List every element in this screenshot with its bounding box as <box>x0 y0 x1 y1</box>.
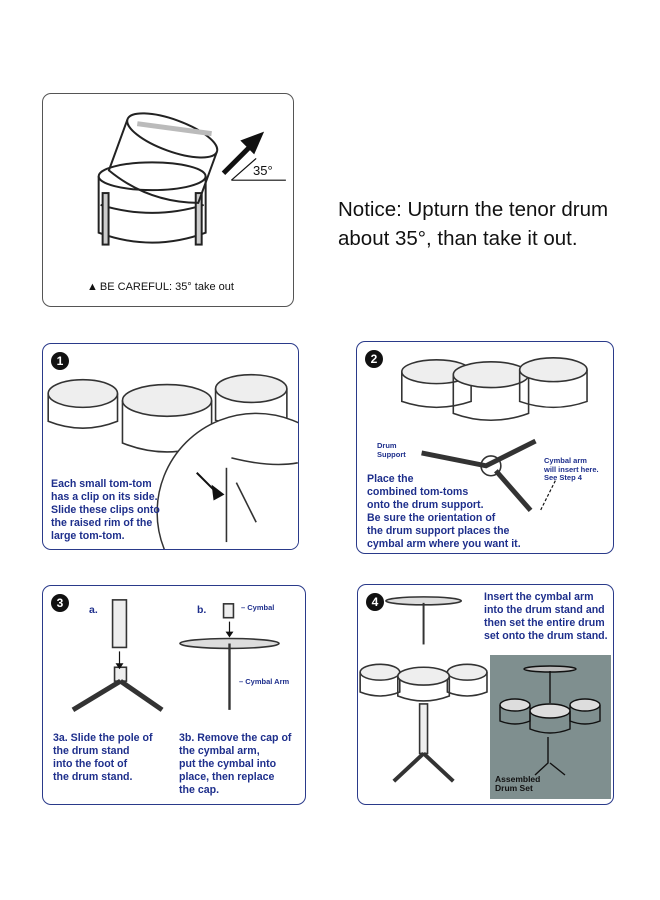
tenor-drum-illustration <box>97 112 286 246</box>
step-4-panel: 4 Insert the cymbal arm into the drum st… <box>357 584 614 805</box>
step-number-1: 1 <box>51 352 69 370</box>
cymbal-arm-part-label: – Cymbal Arm <box>239 677 290 686</box>
step-3-panel: 3 a. b. – Cymbal – Cymbal Arm 3a. Slide … <box>42 585 306 805</box>
step-number-2: 2 <box>365 350 383 368</box>
warning-icon: ▲ <box>87 281 98 293</box>
step-1-text: Each small tom-tom has a clip on its sid… <box>51 478 160 542</box>
stand-and-cymbal-illustration <box>71 599 280 712</box>
step-1-panel: 1 Each small tom-tom has a clip on its s… <box>42 343 299 550</box>
cymbal-part-label: – Cymbal <box>241 603 275 612</box>
drum-support-illustration <box>400 357 588 513</box>
angle-label: 35° <box>253 163 273 178</box>
step-4-text: Insert the cymbal arm into the drum stan… <box>484 591 608 642</box>
step-3b-text: 3b. Remove the cap of the cymbal arm, pu… <box>179 732 292 796</box>
drum-support-label: Drum Support <box>377 441 406 459</box>
step-2-panel: 2 Drum Support Cymbal arm will insert he… <box>356 341 614 554</box>
assembled-drum-set-box: Assembled Drum Set <box>490 655 611 799</box>
step-number-4: 4 <box>366 593 384 611</box>
careful-panel: 35° ▲BE CAREFUL: 35° take out <box>42 93 294 307</box>
step-number-3: 3 <box>51 594 69 612</box>
sub-step-a-label: a. <box>89 604 98 616</box>
sub-step-b-label: b. <box>197 604 207 616</box>
assembled-drum-set-illustration <box>499 665 601 776</box>
step-2-text: Place the combined tom-toms onto the dru… <box>367 473 521 550</box>
cymbal-arm-insert-label: Cymbal arm will insert here. See Step 4 <box>544 456 599 483</box>
careful-warning: ▲BE CAREFUL: 35° take out <box>87 281 234 293</box>
notice-text: Notice: Upturn the tenor drum about 35°,… <box>338 198 609 250</box>
assembly-illustration <box>359 596 488 783</box>
warning-text: BE CAREFUL: 35° take out <box>99 281 234 293</box>
tom-toms-illustration <box>47 373 298 549</box>
step-3a-text: 3a. Slide the pole of the drum stand int… <box>53 732 153 783</box>
assembled-drum-set-label: Assembled Drum Set <box>495 774 541 793</box>
